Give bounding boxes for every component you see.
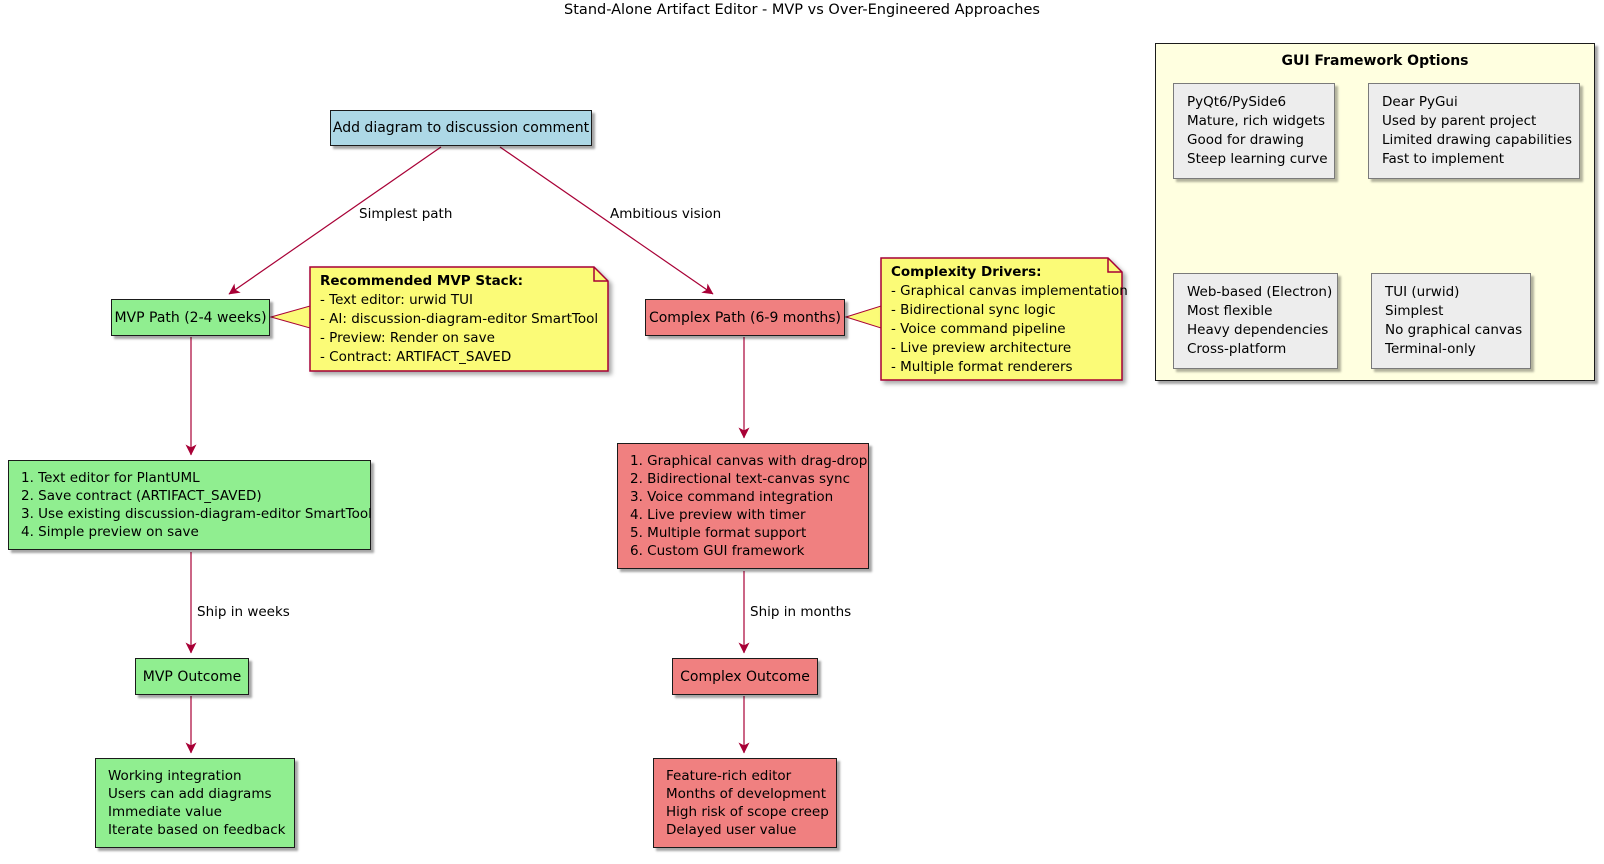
option-line: Simplest — [1385, 303, 1444, 319]
note-line: - Multiple format renderers — [891, 359, 1073, 375]
note-shape — [309, 266, 609, 372]
node-line: 2. Save contract (ARTIFACT_SAVED) — [21, 488, 262, 504]
option-line: Cross-platform — [1187, 341, 1287, 357]
legend-gui-frameworks: GUI Framework Options PyQt6/PySide6 Matu… — [1155, 43, 1595, 381]
legend-option-pyqt: PyQt6/PySide6 Mature, rich widgets Good … — [1173, 83, 1335, 179]
node-line: Months of development — [666, 786, 826, 802]
node-line: Working integration — [108, 768, 242, 784]
edge-label-ambitious-vision: Ambitious vision — [610, 206, 722, 222]
note-line: - Voice command pipeline — [891, 321, 1066, 337]
node-line: 3. Voice command integration — [630, 489, 834, 505]
node-line: 3. Use existing discussion-diagram-edito… — [21, 506, 372, 522]
note-connector-mvp — [269, 305, 311, 329]
note-title: Complexity Drivers: — [891, 264, 1042, 280]
option-line: No graphical canvas — [1385, 322, 1523, 338]
node-mvp-outcome-label: MVP Outcome — [142, 668, 242, 685]
option-line: PyQt6/PySide6 — [1187, 94, 1287, 110]
node-line: High risk of scope creep — [666, 804, 829, 820]
node-line: 1. Graphical canvas with drag-drop — [630, 453, 868, 469]
legend-option-electron: Web-based (Electron) Most flexible Heavy… — [1173, 273, 1338, 369]
note-line: - Text editor: urwid TUI — [320, 292, 473, 308]
node-complex-result: Feature-rich editor Months of developmen… — [653, 758, 837, 848]
node-complex-outcome: Complex Outcome — [672, 658, 818, 695]
node-complex-path: Complex Path (6-9 months) — [645, 299, 845, 336]
node-mvp-outcome: MVP Outcome — [135, 658, 249, 695]
node-line: 4. Live preview with timer — [630, 507, 806, 523]
edge-label-ship-in-weeks: Ship in weeks — [197, 604, 290, 620]
option-line: Limited drawing capabilities — [1382, 132, 1572, 148]
node-add-diagram: Add diagram to discussion comment — [330, 110, 592, 146]
note-complexity-drivers: Complexity Drivers: - Graphical canvas i… — [880, 257, 1128, 381]
option-line: Good for drawing — [1187, 132, 1305, 148]
option-line: Fast to implement — [1382, 151, 1505, 167]
option-line: Most flexible — [1187, 303, 1273, 319]
node-mvp-path: MVP Path (2-4 weeks) — [111, 299, 270, 336]
legend-option-tui-urwid: TUI (urwid) Simplest No graphical canvas… — [1371, 273, 1531, 369]
edge-label-simplest-path: Simplest path — [359, 206, 453, 222]
node-line: 4. Simple preview on save — [21, 524, 199, 540]
legend-option-dear-pygui: Dear PyGui Used by parent project Limite… — [1368, 83, 1580, 179]
edge-label-ship-in-months: Ship in months — [750, 604, 852, 620]
option-line: Heavy dependencies — [1187, 322, 1329, 338]
option-line: Steep learning curve — [1187, 151, 1328, 167]
option-line: Mature, rich widgets — [1187, 113, 1326, 129]
node-mvp-result: Working integration Users can add diagra… — [95, 758, 295, 848]
option-line: Terminal-only — [1385, 341, 1476, 357]
node-line: 1. Text editor for PlantUML — [21, 470, 200, 486]
note-connector-complex — [844, 305, 882, 329]
diagram-title: Stand-Alone Artifact Editor - MVP vs Ove… — [564, 2, 1040, 18]
note-line: - AI: discussion-diagram-editor SmartToo… — [320, 311, 599, 327]
note-line: - Bidirectional sync logic — [891, 302, 1056, 318]
note-fold-icon — [593, 267, 608, 282]
note-shape — [880, 257, 1123, 381]
node-line: Immediate value — [108, 804, 222, 820]
legend-title: GUI Framework Options — [1281, 53, 1469, 69]
note-fold-icon — [1107, 258, 1122, 273]
option-line: TUI (urwid) — [1385, 284, 1460, 300]
node-line: Feature-rich editor — [666, 768, 792, 784]
option-line: Dear PyGui — [1382, 94, 1458, 110]
node-line: 6. Custom GUI framework — [630, 543, 805, 559]
node-complex-path-label: Complex Path (6-9 months) — [648, 309, 842, 326]
note-line: - Graphical canvas implementation — [891, 283, 1128, 299]
note-title: Recommended MVP Stack: — [320, 273, 524, 289]
note-line: - Preview: Render on save — [320, 330, 495, 346]
node-add-diagram-label: Add diagram to discussion comment — [332, 120, 590, 136]
node-mvp-steps: 1. Text editor for PlantUML 2. Save cont… — [8, 460, 372, 550]
node-line: 2. Bidirectional text-canvas sync — [630, 471, 851, 487]
node-line: Users can add diagrams — [108, 786, 272, 802]
node-line: 5. Multiple format support — [630, 525, 807, 541]
node-mvp-path-label: MVP Path (2-4 weeks) — [114, 309, 267, 326]
node-line: Iterate based on feedback — [108, 822, 286, 838]
node-complex-steps: 1. Graphical canvas with drag-drop 2. Bi… — [617, 443, 869, 569]
option-line: Web-based (Electron) — [1187, 284, 1333, 300]
node-complex-outcome-label: Complex Outcome — [680, 668, 810, 685]
node-line: Delayed user value — [666, 822, 797, 838]
note-line: - Live preview architecture — [891, 340, 1072, 356]
note-line: - Contract: ARTIFACT_SAVED — [320, 349, 512, 365]
option-line: Used by parent project — [1382, 113, 1537, 129]
note-mvp-stack: Recommended MVP Stack: - Text editor: ur… — [309, 266, 609, 372]
